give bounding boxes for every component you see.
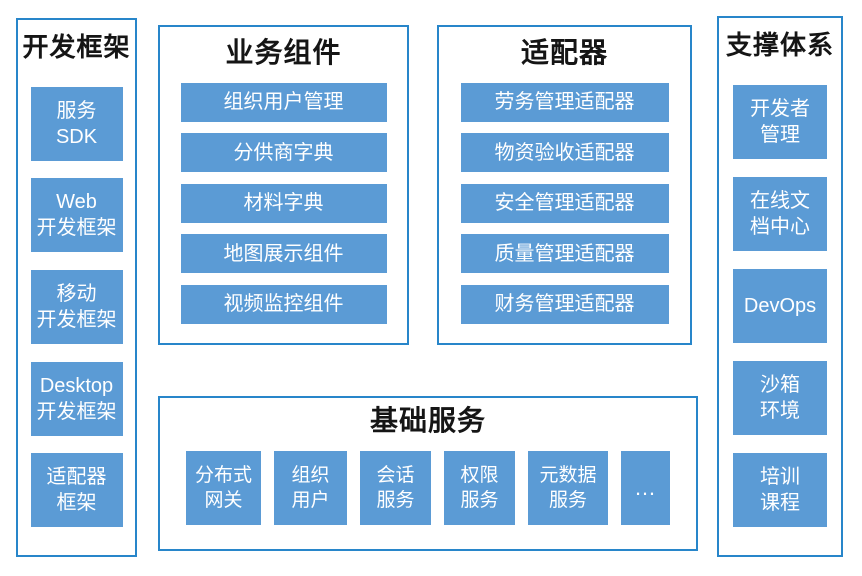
business-components-items: 组织用户管理 分供商字典 材料字典 地图展示组件 视频监控组件 — [160, 70, 407, 343]
support-system-title: 支撑体系 — [725, 30, 834, 60]
box-org-user: 组织 用户 — [274, 451, 347, 526]
business-components-title: 业务组件 — [225, 37, 342, 68]
box-mobile-dev-framework: 移动 开发框架 — [30, 270, 123, 345]
box-service-sdk: 服务 SDK — [30, 86, 123, 161]
box-finance-management-adapter: 财务管理适配器 — [460, 284, 669, 324]
box-developer-management: 开发者 管理 — [733, 85, 827, 160]
box-more-ellipsis: … — [621, 451, 670, 526]
dev-framework-title: 开发框架 — [22, 32, 131, 62]
box-devops: DevOps — [733, 269, 827, 344]
support-system-items: 开发者 管理 在线文 档中心 DevOps 沙箱 环境 培训 课程 — [719, 63, 841, 555]
box-safety-management-adapter: 安全管理适配器 — [460, 183, 669, 223]
box-adapter-framework: 适配器 框架 — [30, 453, 123, 528]
box-desktop-dev-framework: Desktop 开发框架 — [30, 361, 123, 436]
panel-support-system: 支撑体系 开发者 管理 在线文 档中心 DevOps 沙箱 环境 培训 课程 — [717, 16, 843, 557]
box-permission-service: 权限 服务 — [444, 451, 515, 526]
box-material-acceptance-adapter: 物资验收适配器 — [460, 133, 669, 173]
adapters-items: 劳务管理适配器 物资验收适配器 安全管理适配器 质量管理适配器 财务管理适配器 — [439, 70, 690, 343]
panel-adapters: 适配器 劳务管理适配器 物资验收适配器 安全管理适配器 质量管理适配器 财务管理… — [437, 25, 692, 345]
panel-business-components: 业务组件 组织用户管理 分供商字典 材料字典 地图展示组件 视频监控组件 — [158, 25, 409, 345]
dev-framework-items: 服务 SDK Web 开发框架 移动 开发框架 Desktop 开发框架 适配器… — [18, 65, 135, 555]
box-map-display-component: 地图展示组件 — [180, 234, 387, 274]
box-metadata-service: 元数据 服务 — [528, 451, 608, 526]
box-online-doc-center: 在线文 档中心 — [733, 177, 827, 252]
panel-dev-framework: 开发框架 服务 SDK Web 开发框架 移动 开发框架 Desktop 开发框… — [16, 18, 137, 557]
box-training-courses: 培训 课程 — [733, 453, 827, 528]
basic-services-items: 分布式 网关 组织 用户 会话 服务 权限 服务 元数据 服务 … — [160, 438, 696, 549]
box-web-dev-framework: Web 开发框架 — [30, 178, 123, 253]
box-material-dictionary: 材料字典 — [180, 183, 387, 223]
adapters-title: 适配器 — [520, 37, 608, 68]
box-supplier-dictionary: 分供商字典 — [180, 133, 387, 173]
panel-basic-services: 基础服务 分布式 网关 组织 用户 会话 服务 权限 服务 元数据 服务 … — [158, 396, 698, 551]
box-labor-management-adapter: 劳务管理适配器 — [460, 82, 669, 122]
basic-services-title: 基础服务 — [369, 405, 486, 436]
box-distributed-gateway: 分布式 网关 — [186, 451, 261, 526]
box-quality-management-adapter: 质量管理适配器 — [460, 234, 669, 274]
box-video-monitor-component: 视频监控组件 — [180, 284, 387, 324]
box-org-user-management: 组织用户管理 — [180, 82, 387, 122]
box-sandbox-environment: 沙箱 环境 — [733, 361, 827, 436]
box-session-service: 会话 服务 — [360, 451, 431, 526]
